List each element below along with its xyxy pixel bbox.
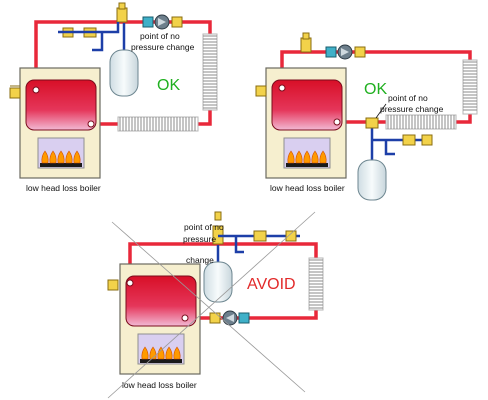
pressure-relief-valve <box>255 85 267 97</box>
flame-icon <box>141 346 149 360</box>
flame-icon <box>49 150 57 164</box>
supply-pipe <box>128 242 318 320</box>
cold-water-pipe <box>58 22 120 52</box>
panel-2: low head loss boiler point of no pressur… <box>255 32 478 201</box>
flame-icon <box>57 150 65 164</box>
pressure-relief-valve <box>9 85 21 99</box>
panel-3: low head loss boiler point of no pressur… <box>107 211 324 399</box>
flame-icon <box>319 150 327 164</box>
note-line: change <box>186 255 214 265</box>
boiler-label: low head loss boiler <box>26 183 101 193</box>
expansion-tank <box>357 123 387 201</box>
note-line: point of no <box>184 222 224 232</box>
note-pointer <box>375 103 387 119</box>
flame-icon <box>295 150 303 164</box>
status-avoid: AVOID <box>247 276 296 293</box>
circulator-pump <box>325 44 366 60</box>
flame-icon <box>41 150 49 164</box>
note-line: pressure change <box>380 104 444 114</box>
flame-icon <box>157 346 165 360</box>
note-line: point of no <box>388 93 428 103</box>
expansion-tank <box>203 245 233 303</box>
flame-icon <box>303 150 311 164</box>
flame-icon <box>73 150 81 164</box>
circulator-pump <box>142 14 183 30</box>
circulator-pump <box>209 310 250 326</box>
flame-icon <box>65 150 73 164</box>
fin-tube-baseboard <box>385 114 457 130</box>
status-ok: OK <box>157 77 180 94</box>
fin-tube-baseboard <box>202 33 218 111</box>
boiler <box>255 67 347 179</box>
pressure-relief-valve <box>107 279 119 291</box>
panel-1: low head loss boiler point of no pressur… <box>9 2 218 193</box>
fin-tube-baseboard <box>308 257 324 311</box>
note-line: pressure change <box>131 42 195 52</box>
flame-icon <box>311 150 319 164</box>
fill-valve <box>365 117 433 146</box>
boiler-label: low head loss boiler <box>122 380 197 390</box>
supply-pipe <box>34 20 120 90</box>
burner-flames <box>287 150 327 164</box>
fill-valve <box>253 230 297 242</box>
cold-water-pipe <box>372 138 430 156</box>
boiler-label: low head loss boiler <box>270 183 345 193</box>
flame-icon <box>173 346 181 360</box>
note-line: point of no <box>140 31 180 41</box>
note-line: pressure <box>183 234 216 244</box>
fin-tube-baseboard <box>117 116 199 132</box>
boiler <box>107 263 201 375</box>
flame-icon <box>287 150 295 164</box>
air-separator <box>300 32 312 53</box>
crossed-out-lines <box>107 211 316 399</box>
boiler <box>9 67 101 179</box>
air-separator <box>116 2 128 23</box>
expansion-tank <box>109 23 139 97</box>
burner-flames <box>141 346 181 360</box>
burner-flames <box>41 150 81 164</box>
status-ok: OK <box>364 81 387 98</box>
flame-icon <box>165 346 173 360</box>
fin-tube-baseboard <box>462 59 478 115</box>
